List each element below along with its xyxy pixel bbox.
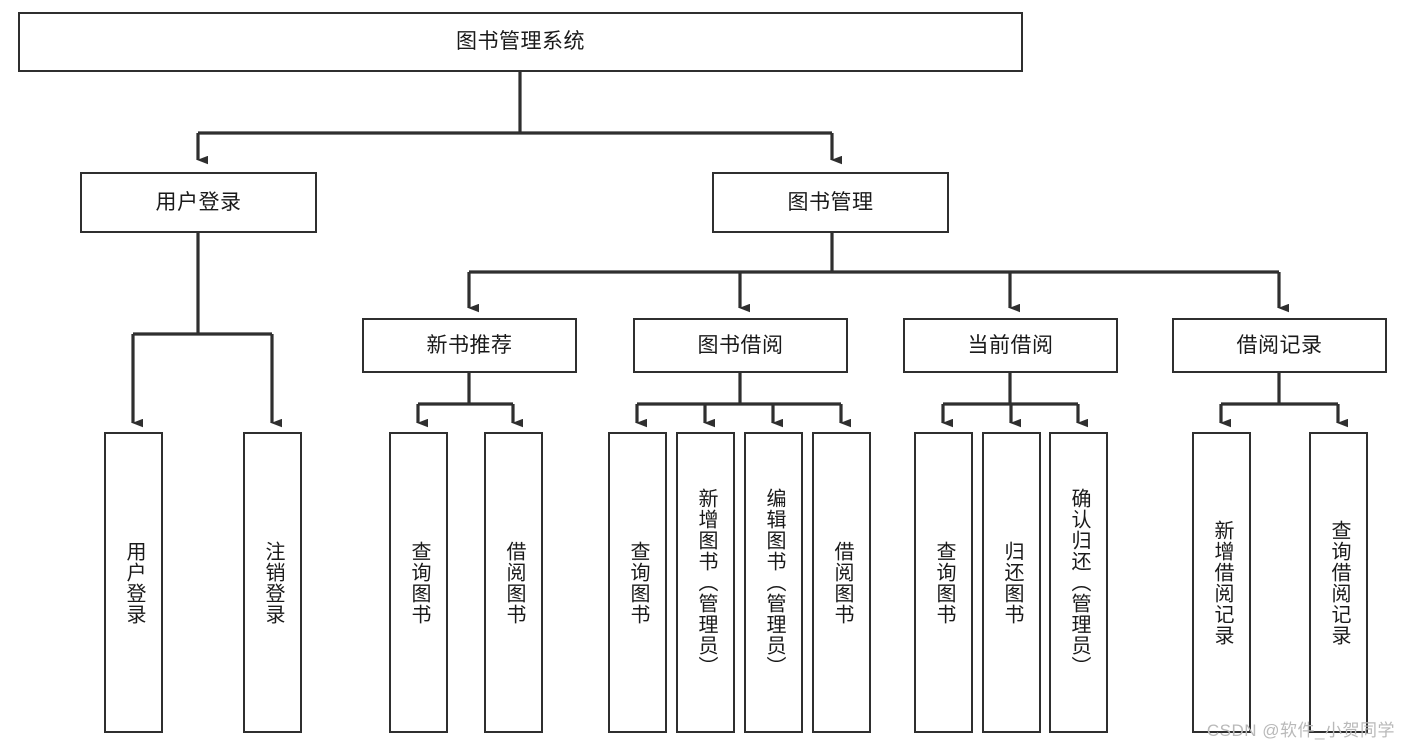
node-new-book-recommend[interactable]: 新书推荐 bbox=[362, 318, 577, 373]
node-root-book-management-system[interactable]: 图书管理系统 bbox=[18, 12, 1023, 72]
leaf-user-login-login[interactable]: 用户登录 bbox=[104, 432, 163, 733]
node-label: 新书推荐 bbox=[426, 333, 513, 357]
node-book-borrow[interactable]: 图书借阅 bbox=[633, 318, 848, 373]
leaf-book-borrow-borrow-book[interactable]: 借阅图书 bbox=[812, 432, 871, 733]
node-label: 借阅图书 bbox=[831, 540, 853, 625]
node-label: 查询图书 bbox=[627, 540, 649, 625]
leaf-current-borrow-query-book[interactable]: 查询图书 bbox=[914, 432, 973, 733]
node-label: 编辑图书（管理员） bbox=[763, 488, 785, 677]
leaf-new-book-query-book[interactable]: 查询图书 bbox=[389, 432, 448, 733]
leaf-current-borrow-return-book[interactable]: 归还图书 bbox=[982, 432, 1041, 733]
node-label: 注销登录 bbox=[262, 540, 284, 625]
leaf-user-login-logout[interactable]: 注销登录 bbox=[243, 432, 302, 733]
node-label: 查询借阅记录 bbox=[1328, 519, 1350, 646]
leaf-book-borrow-query-book[interactable]: 查询图书 bbox=[608, 432, 667, 733]
node-label: 新增借阅记录 bbox=[1211, 519, 1233, 646]
node-label: 归还图书 bbox=[1001, 540, 1023, 625]
node-label: 用户登录 bbox=[123, 540, 145, 625]
leaf-book-borrow-add-book-admin[interactable]: 新增图书（管理员） bbox=[676, 432, 735, 733]
node-label: 当前借阅 bbox=[967, 333, 1054, 357]
node-label: 借阅记录 bbox=[1236, 333, 1323, 357]
node-label: 新增图书（管理员） bbox=[695, 488, 717, 677]
leaf-book-borrow-edit-book-admin[interactable]: 编辑图书（管理员） bbox=[744, 432, 803, 733]
node-label: 图书借阅 bbox=[697, 333, 784, 357]
node-label: 图书管理系统 bbox=[456, 30, 585, 54]
node-label: 借阅图书 bbox=[503, 540, 525, 625]
node-book-management[interactable]: 图书管理 bbox=[712, 172, 949, 233]
node-current-borrow[interactable]: 当前借阅 bbox=[903, 318, 1118, 373]
leaf-borrow-record-query-record[interactable]: 查询借阅记录 bbox=[1309, 432, 1368, 733]
leaf-new-book-borrow-book[interactable]: 借阅图书 bbox=[484, 432, 543, 733]
node-borrow-record[interactable]: 借阅记录 bbox=[1172, 318, 1387, 373]
node-label: 查询图书 bbox=[408, 540, 430, 625]
leaf-borrow-record-add-record[interactable]: 新增借阅记录 bbox=[1192, 432, 1251, 733]
node-label: 用户登录 bbox=[155, 190, 242, 214]
csdn-watermark: CSDN @软件_小贺同学 bbox=[1206, 721, 1395, 740]
leaf-current-borrow-confirm-return-admin[interactable]: 确认归还（管理员） bbox=[1049, 432, 1108, 733]
node-user-login[interactable]: 用户登录 bbox=[80, 172, 317, 233]
node-label: 图书管理 bbox=[787, 190, 874, 214]
node-label: 查询图书 bbox=[933, 540, 955, 625]
node-label: 确认归还（管理员） bbox=[1068, 488, 1090, 677]
